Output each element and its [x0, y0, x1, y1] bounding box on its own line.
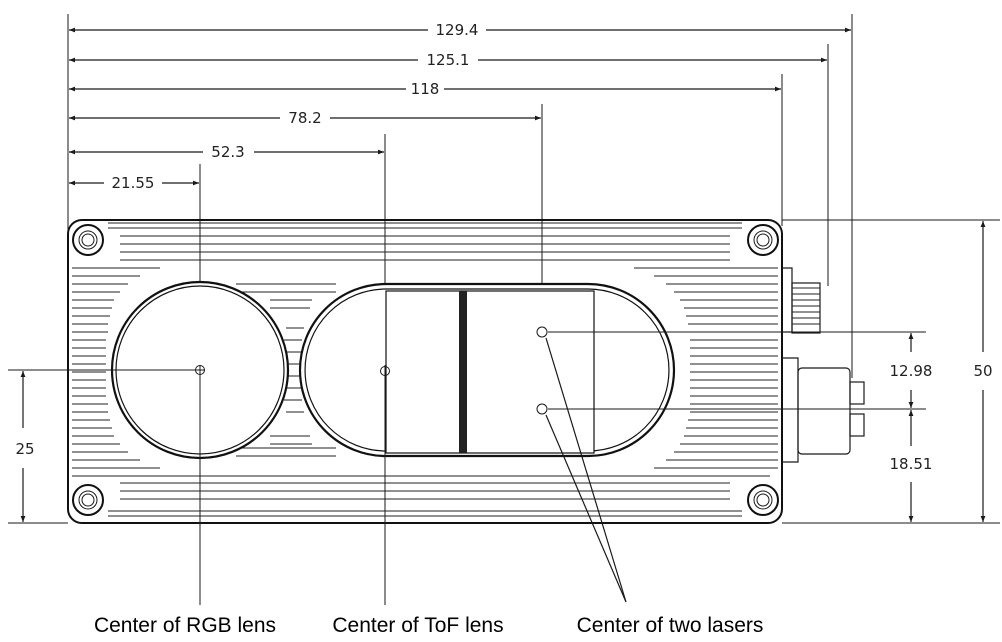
dimension-125-1: 125.1	[69, 51, 827, 69]
screw-top-left	[72, 224, 104, 256]
dimension-label: 25	[15, 440, 34, 458]
callout-two-lasers: Center of two lasers	[577, 614, 764, 637]
cable-connector	[782, 357, 865, 463]
dimension-label: 125.1	[427, 51, 470, 69]
screw-bottom-left	[72, 484, 104, 516]
dimension-label: 21.55	[112, 174, 155, 192]
dimension-25: 25	[15, 371, 35, 522]
dimension-21-55: 21.55	[69, 174, 199, 192]
callout-tof-lens: Center of ToF lens	[332, 614, 503, 637]
dimension-label: 18.51	[890, 455, 933, 473]
laser-leaders	[545, 337, 627, 603]
dimension-78-2: 78.2	[69, 109, 541, 127]
center-lines	[8, 219, 1000, 605]
dimension-118: 118	[69, 80, 781, 98]
dimension-50: 50	[973, 221, 993, 522]
dimension-52-3: 52.3	[69, 143, 384, 161]
callout-rgb-lens: Center of RGB lens	[94, 614, 276, 637]
extension-lines	[67, 14, 853, 378]
screw-bottom-right	[747, 484, 779, 516]
dimension-label: 52.3	[211, 143, 244, 161]
dimension-label: 50	[973, 362, 992, 380]
dimension-label: 129.4	[436, 21, 479, 39]
screw-top-right	[747, 224, 779, 256]
antenna-connector	[782, 267, 821, 334]
tof-laser-window	[298, 282, 676, 458]
dimension-label: 12.98	[890, 362, 933, 380]
dimension-129-4: 129.4	[69, 21, 851, 39]
dimension-label: 78.2	[288, 109, 321, 127]
dimension-18-51: 18.51	[890, 410, 933, 522]
device-housing	[67, 219, 783, 524]
dimension-label: 118	[411, 80, 440, 98]
dimension-12-98: 12.98	[890, 333, 933, 408]
